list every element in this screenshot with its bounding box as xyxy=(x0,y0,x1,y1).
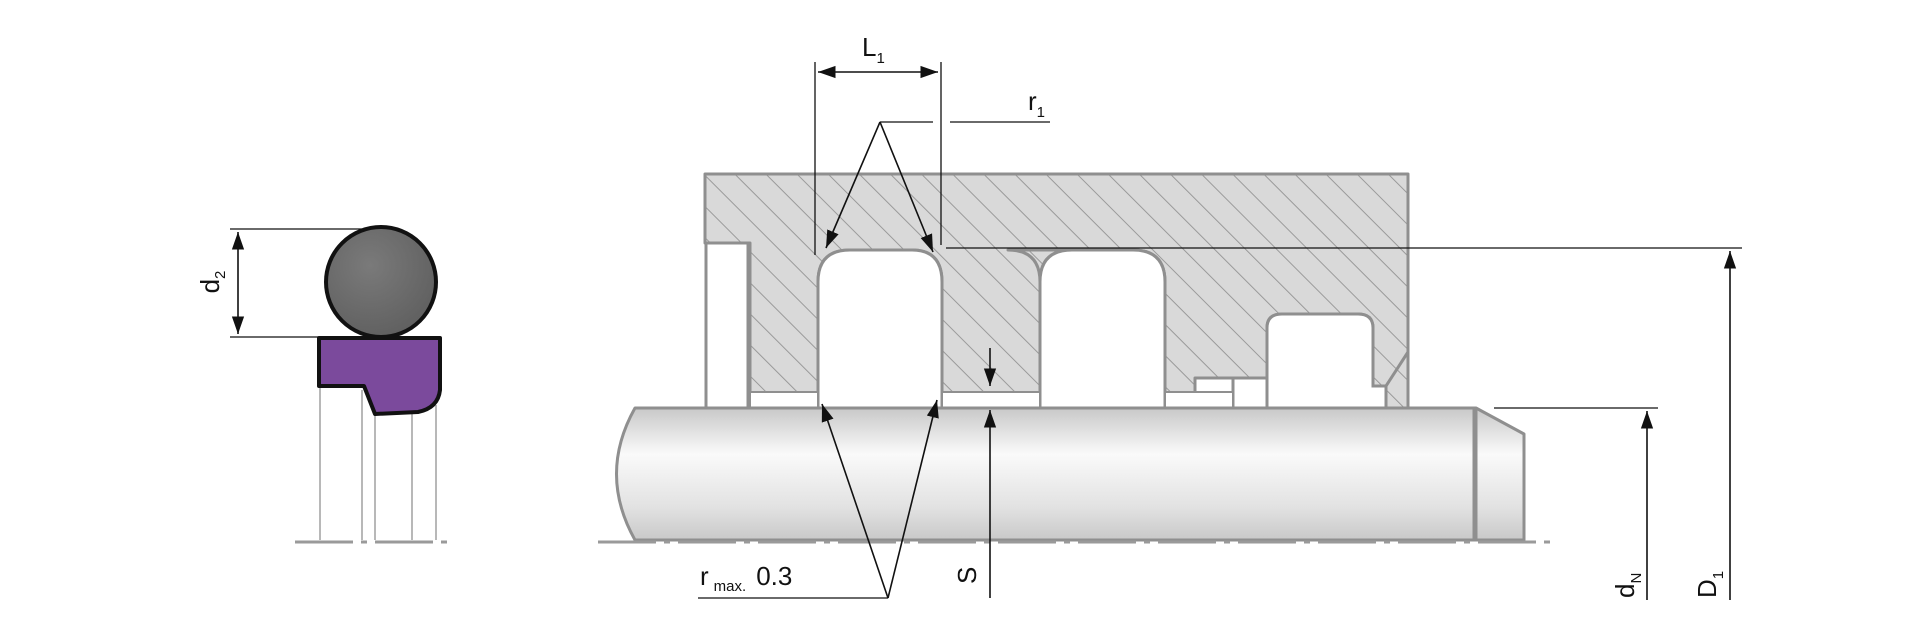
L1-label: L xyxy=(862,32,876,62)
dN-subscript: N xyxy=(1628,573,1645,584)
svg-text:dN: dN xyxy=(1610,573,1645,598)
housing-land-3 xyxy=(941,391,1041,409)
seal-cross-section: d2 xyxy=(195,225,455,544)
seal-guide-lines xyxy=(319,388,437,540)
rod-groove-1 xyxy=(816,248,944,408)
housing-land-4 xyxy=(1164,391,1234,409)
svg-text:r1: r1 xyxy=(1028,86,1045,121)
D1-label: D xyxy=(1692,579,1722,598)
svg-text:D1: D1 xyxy=(1692,571,1727,598)
dimension-r1: r1 xyxy=(825,86,1050,253)
svg-text:d2: d2 xyxy=(195,271,229,294)
rod-chamfer-end xyxy=(1472,406,1526,542)
housing-land xyxy=(1231,376,1269,410)
dimension-dN: dN xyxy=(1494,407,1658,600)
svg-text:L1: L1 xyxy=(862,32,885,67)
L1-subscript: 1 xyxy=(876,50,884,67)
dN-label: d xyxy=(1610,584,1640,598)
d2-label: d xyxy=(195,279,225,293)
d2-subscript: 2 xyxy=(212,271,229,279)
dimension-r-max: r max. 0.3 xyxy=(698,399,939,599)
dimension-s: S xyxy=(952,348,997,598)
dimension-d2: d2 xyxy=(195,228,362,338)
housing-chamfer xyxy=(1384,351,1410,387)
dimension-D1: D1 xyxy=(946,247,1742,600)
r1-subscript: 1 xyxy=(1037,104,1045,121)
housing-land-2 xyxy=(749,391,819,409)
dimension-L1: L1 xyxy=(814,32,942,255)
seal-profile-ring xyxy=(317,336,442,416)
s-label: S xyxy=(952,567,982,584)
rod xyxy=(615,406,1476,542)
rod-groove-2 xyxy=(1038,248,1167,408)
D1-subscript: 1 xyxy=(1710,571,1727,579)
rmax-label: r xyxy=(700,561,709,591)
rmax-value: 0.3 xyxy=(756,561,792,591)
seal-o-ring xyxy=(324,225,438,339)
r1-label: r xyxy=(1028,86,1037,116)
rmax-subscript: max. xyxy=(714,578,747,595)
wiper-groove xyxy=(1265,312,1388,408)
housing-inner-step xyxy=(704,241,750,410)
